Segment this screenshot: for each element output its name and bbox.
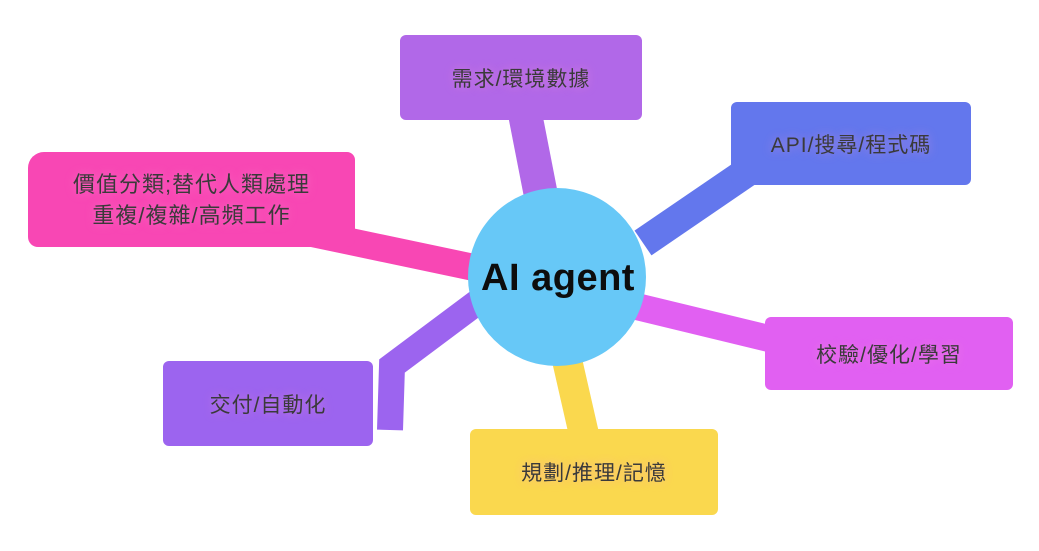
node-value-label-line1: 價值分類;替代人類處理 bbox=[72, 171, 311, 197]
connector-delivery bbox=[377, 284, 495, 431]
center-circle bbox=[468, 188, 646, 366]
center-node-label: AI agent bbox=[481, 256, 635, 299]
node-delivery: 交付/自動化 bbox=[163, 361, 373, 446]
node-value: 價值分類;替代人類處理 重複/複雜/高頻工作 bbox=[28, 152, 355, 247]
node-needs: 需求/環境數據 bbox=[400, 35, 642, 120]
node-planning-label: 規劃/推理/記憶 bbox=[521, 462, 667, 485]
node-api: API/搜尋/程式碼 bbox=[731, 102, 971, 185]
node-needs-label: 需求/環境數據 bbox=[451, 67, 591, 91]
node-verify-label: 校驗/優化/學習 bbox=[816, 343, 962, 367]
node-verify: 校驗/優化/學習 bbox=[765, 317, 1013, 390]
node-planning: 規劃/推理/記憶 bbox=[470, 429, 718, 515]
node-value-label-line2: 重複/複雜/高頻工作 bbox=[92, 202, 291, 228]
node-api-label: API/搜尋/程式碼 bbox=[770, 133, 932, 157]
node-delivery-label: 交付/自動化 bbox=[209, 393, 327, 417]
